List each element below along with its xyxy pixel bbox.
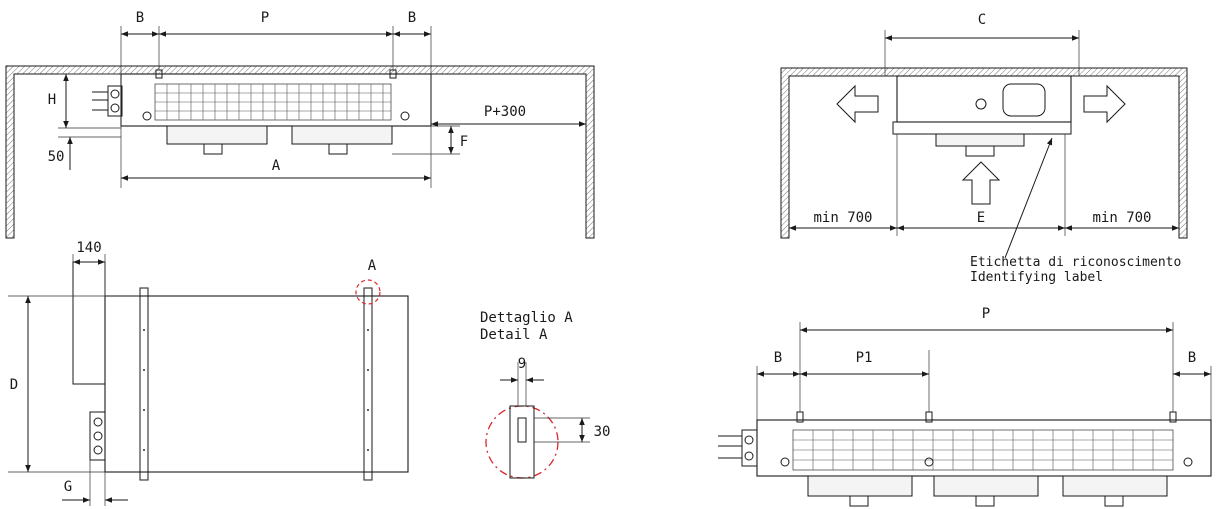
front-dim-p: P [261,10,269,26]
front-bolt-left [142,111,152,121]
front-fan-motor-right [328,143,348,155]
long-fan-motor-3 [1104,495,1124,507]
front-view: B P B H 50 P+300 F A [5,10,595,239]
long-coil-fins [793,430,1173,470]
front-fan-right [291,125,393,145]
long-dim-b-right: B [1188,350,1196,366]
long-unit-body [756,419,1212,477]
side-label-italian: Etichetta di riconoscimento [970,255,1181,270]
detail-title-english: Detail A [480,327,548,343]
detail-dim-30: 30 [594,424,611,440]
detail-title-italian: Dettaglio A [480,310,573,326]
front-fan-left [166,125,268,145]
side-dim-e: E [977,210,985,226]
long-fan-motor-1 [849,495,869,507]
top-unit-body [104,295,409,473]
long-fan-1 [807,475,913,497]
front-dim-p300: P+300 [484,104,526,120]
detail-a-marker-circle [355,279,381,305]
side-drip-tray [892,121,1072,135]
front-dim-b-left: B [136,10,144,26]
side-fan [935,133,1025,147]
top-header-box [72,261,106,385]
label-leader-line [1004,137,1053,259]
top-detail-marker-label: A [368,258,377,274]
top-dim-d: D [10,377,18,393]
long-fan-3 [1062,475,1168,497]
side-min-left: min 700 [813,210,872,226]
front-dim-h: H [48,92,56,108]
long-pipe-connections [718,429,758,467]
front-dim-a: A [272,158,281,174]
long-dim-b-left: B [774,350,782,366]
front-coil-fins [155,84,391,120]
top-dim-140: 140 [76,240,101,256]
top-dim-g: G [64,479,72,495]
airflow-right-arrow [1083,84,1126,124]
front-dim-f: F [460,134,468,150]
top-pipe-connections [89,411,106,461]
long-fan-motor-2 [975,495,995,507]
front-pipe-connections [92,85,123,117]
detail-dim-9: 9 [518,356,526,372]
side-wall-outline [780,67,1188,239]
front-dim-b-right: B [408,10,416,26]
top-rail-left [139,287,149,481]
front-bolt-right [400,111,410,121]
detail-slot [517,417,527,443]
side-view: C min 700 E min 700 Etichetta di riconos… [780,12,1188,285]
front-dim-50: 50 [48,149,65,165]
front-wall-outline [5,65,595,239]
detail-a: Dettaglio A Detail A 9 30 [480,310,611,479]
top-rail-right [363,287,373,481]
airflow-up-arrow [961,161,1001,205]
long-dim-p1: P1 [856,350,873,366]
front-unit-body [120,73,432,127]
long-fan-2 [933,475,1039,497]
front-fan-motor-left [203,143,223,155]
side-fan-motor [965,145,995,157]
side-min-right: min 700 [1092,210,1151,226]
side-dim-c: C [978,12,986,28]
top-view: 140 A D G [8,240,409,506]
side-electric-box [1002,83,1046,117]
long-dim-p: P [982,306,990,322]
side-fitting-icon [975,98,987,110]
top-rail-holes [143,329,369,451]
airflow-left-arrow [836,84,879,124]
long-view: P B P1 B [718,306,1212,507]
side-label-english: Identifying label [970,270,1103,285]
